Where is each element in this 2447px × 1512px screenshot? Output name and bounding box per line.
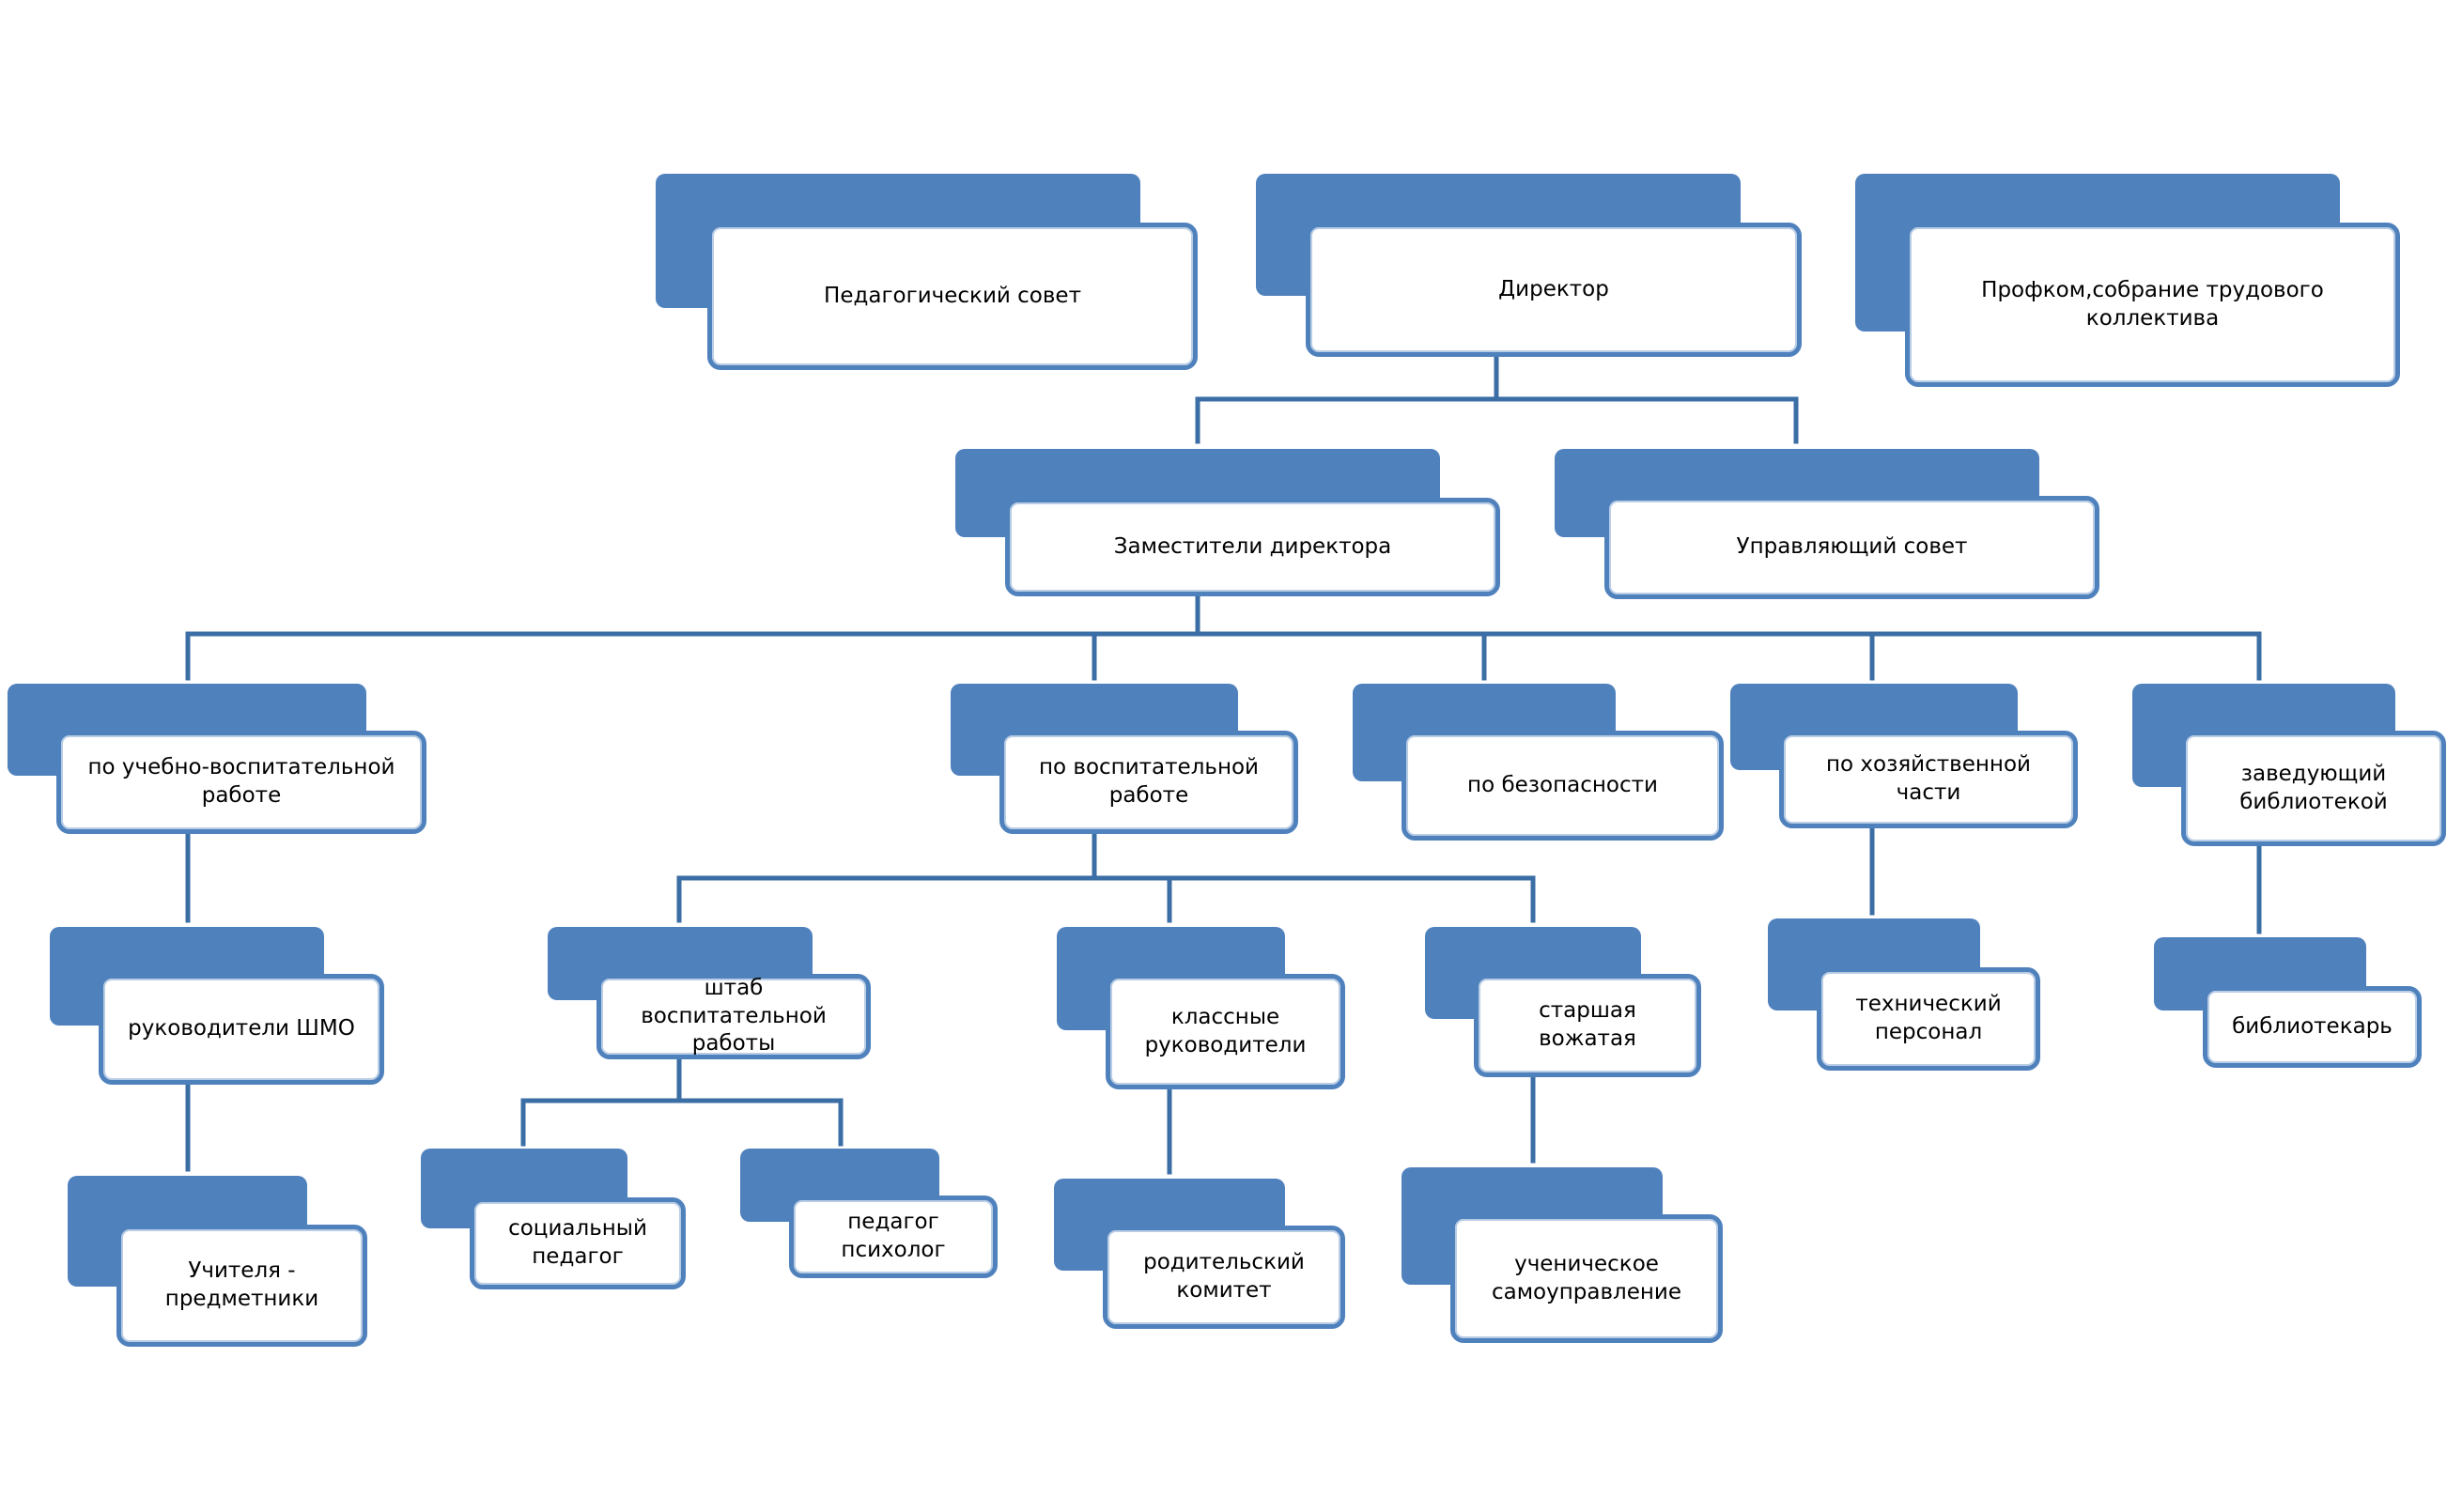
- node-class-teachers-label: классные руководители: [1144, 1004, 1307, 1057]
- node-subject-teachers-label: Учителя - предметники: [164, 1258, 319, 1311]
- node-deputies-label: Заместители директора: [1113, 533, 1392, 559]
- node-safety-label: по безопасности: [1467, 772, 1658, 797]
- node-student-government-label: ученическое самоуправление: [1491, 1251, 1682, 1304]
- node-shmo-heads-label: руководители ШМО: [128, 1016, 355, 1041]
- node-tech-staff-label: технический персонал: [1855, 992, 2002, 1044]
- node-upbringing-staff-label: штаб воспитательной работы: [641, 975, 827, 1057]
- node-psychologist-label: педагог психолог: [841, 1210, 946, 1262]
- node-educational-work-label: по учебно-воспитательной работе: [87, 755, 395, 808]
- node-household-label: по хозяйственной части: [1826, 752, 2031, 805]
- node-parent-committee-label: родительский комитет: [1143, 1250, 1305, 1303]
- node-senior-counselor-label: старшая вожатая: [1539, 998, 1636, 1051]
- node-social-pedagogue-label: социальный педагог: [508, 1216, 647, 1269]
- node-upbringing-work-label: по воспитательной работе: [1038, 755, 1260, 808]
- node-ped-council-label: Педагогический совет: [824, 283, 1081, 308]
- node-librarian-label: библиотекарь: [2232, 1013, 2393, 1039]
- node-director-label: Директор: [1498, 276, 1609, 301]
- node-library-head-label: заведующий библиотекой: [2239, 761, 2388, 814]
- node-profkom-label: Профком,собрание трудового коллектива: [1981, 277, 2324, 331]
- node-governing-council-label: Управляющий совет: [1736, 534, 1968, 560]
